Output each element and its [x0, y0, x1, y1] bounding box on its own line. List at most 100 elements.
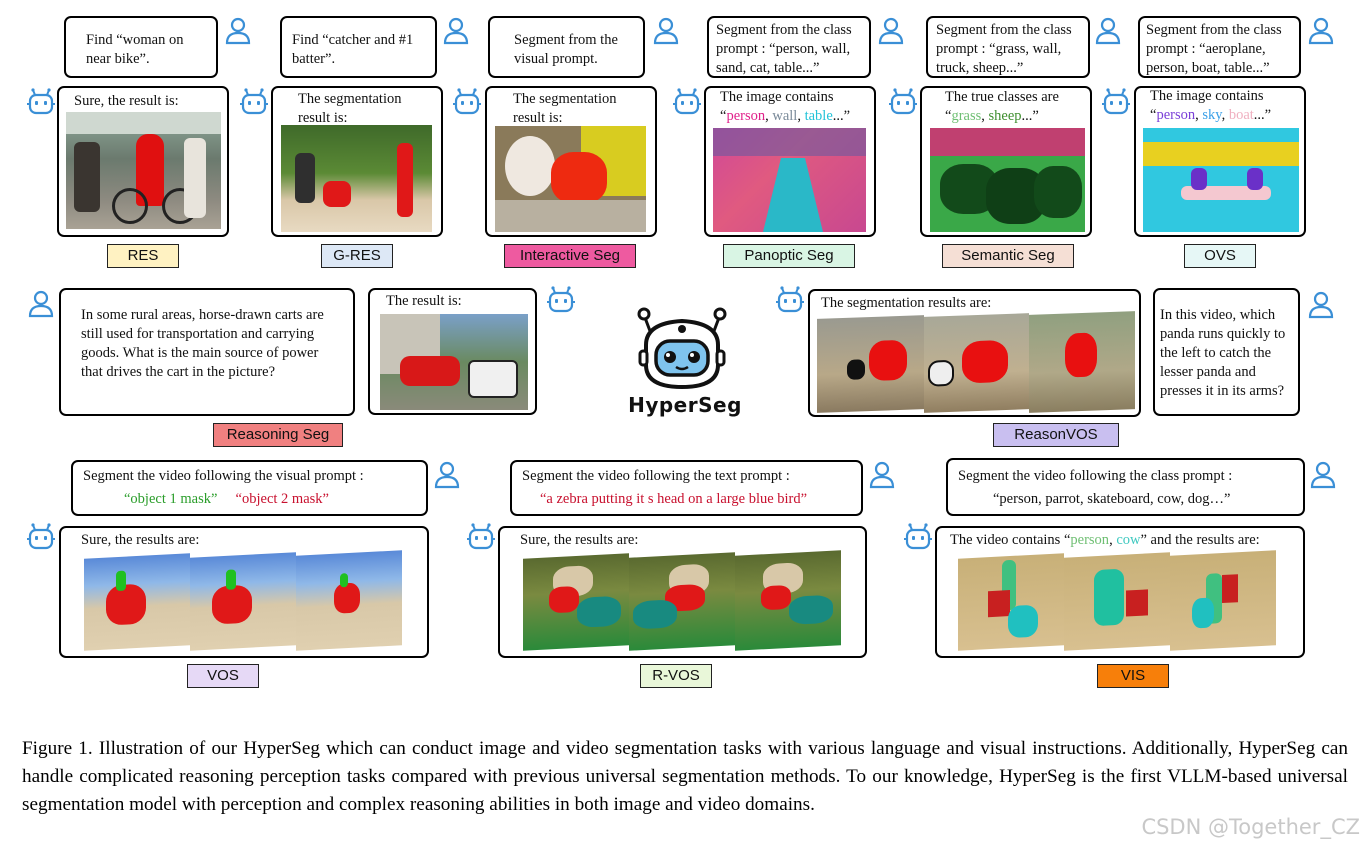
figure-caption: Figure 1. Illustration of our HyperSeg w… — [22, 738, 1348, 815]
user-icon — [432, 460, 462, 490]
user-icon — [651, 16, 681, 46]
reasonvos-frame-2 — [924, 313, 1029, 413]
user-icon — [441, 16, 471, 46]
res-query-text: Find “woman on near bike”. — [86, 32, 184, 67]
bot-icon — [26, 523, 56, 553]
user-icon — [867, 460, 897, 490]
reasonvos-query-text: In this video, which panda runs quickly … — [1160, 307, 1286, 399]
interactive-answer-text: The segmentation result is: — [513, 91, 617, 126]
bot-icon — [888, 88, 918, 118]
ovs-query-box — [1138, 16, 1301, 78]
panoptic-result-image — [713, 128, 866, 232]
ovs-task-label: OVS — [1184, 244, 1256, 268]
bot-icon — [903, 523, 933, 553]
rvos-answer-text: Sure, the results are: — [520, 532, 639, 548]
user-icon — [26, 289, 56, 319]
res-answer-text: Sure, the result is: — [74, 93, 179, 109]
semantic-result-image — [930, 128, 1085, 232]
vos-prompt-object-1: “object 1 mask” — [124, 491, 218, 507]
reasonvos-frame-1 — [817, 315, 924, 413]
interactive-task-label: Interactive Seg — [504, 244, 636, 268]
vos-query-text: Segment the video following the visual p… — [83, 468, 364, 484]
semantic-query-text: Segment from the class prompt : “grass, … — [936, 22, 1072, 76]
semantic-answer-text: The true classes are “grass, sheep...” — [945, 89, 1059, 124]
reasonvos-frame-3 — [1029, 311, 1135, 413]
reasoning-result-image — [380, 314, 528, 410]
res-task-label: RES — [107, 244, 179, 268]
bot-icon — [1101, 88, 1131, 118]
panoptic-query-box — [707, 16, 871, 78]
interactive-query-box — [488, 16, 645, 78]
user-icon — [1306, 16, 1336, 46]
res-result-image — [66, 112, 221, 229]
panoptic-answer-prefix: The image contains — [720, 89, 834, 105]
semantic-answer-prefix: The true classes are — [945, 89, 1059, 105]
vos-query-box — [71, 460, 428, 516]
rvos-frame-3 — [735, 550, 841, 651]
bot-icon — [546, 286, 576, 316]
rvos-query-text: Segment the video following the text pro… — [522, 468, 790, 484]
semantic-answer-suffix: ...” — [1021, 108, 1039, 124]
ovs-answer-prefix: The image contains — [1150, 88, 1264, 104]
vis-frame-3 — [1170, 550, 1276, 651]
panoptic-answer-suffix: ...” — [832, 108, 851, 124]
interactive-result-image — [495, 126, 646, 232]
rvos-frame-2 — [629, 552, 735, 651]
vis-class-cow: cow — [1116, 532, 1141, 548]
vis-query-text: Segment the video following the class pr… — [958, 468, 1233, 484]
vos-frame-2 — [190, 552, 296, 651]
vis-answer-text: The video contains “person, cow” and the… — [950, 532, 1260, 548]
panoptic-task-label: Panoptic Seg — [723, 244, 855, 268]
gres-query-text: Find “catcher and #1 batter”. — [292, 32, 414, 67]
semantic-class-sheep: sheep — [988, 108, 1022, 124]
vis-prompt-text: “person, parrot, skateboard, cow, dog…” — [993, 491, 1231, 507]
panoptic-class-person: person — [726, 108, 766, 124]
reasoning-query-text: In some rural areas, horse-drawn carts a… — [81, 307, 324, 380]
rvos-prompt-text: “a zebra putting it s head on a large bl… — [540, 491, 808, 507]
panoptic-answer-open: “ — [720, 108, 727, 124]
rvos-query-box — [510, 460, 863, 516]
user-icon — [1308, 460, 1338, 490]
user-icon — [876, 16, 906, 46]
semantic-answer-open: “ — [945, 108, 952, 124]
hyperseg-brand-name: HyperSeg — [628, 393, 742, 417]
ovs-answer-open: “ — [1150, 107, 1157, 123]
panoptic-query-text: Segment from the class prompt : “person,… — [716, 22, 852, 76]
ovs-query-text: Segment from the class prompt : “aeropla… — [1146, 22, 1282, 76]
hyperseg-robot-icon — [637, 307, 727, 390]
vis-answer-suffix: ” and the results are: — [1140, 532, 1260, 548]
vos-frame-1 — [84, 553, 190, 651]
gres-answer-text: The segmentation result is: — [298, 91, 402, 126]
panoptic-class-table: table — [804, 108, 833, 124]
interactive-query-text: Segment from the visual prompt. — [514, 32, 618, 67]
ovs-class-boat: boat — [1228, 107, 1254, 123]
vos-task-label: VOS — [187, 664, 259, 688]
res-query-box — [64, 16, 218, 78]
bot-icon — [672, 88, 702, 118]
ovs-class-person: person — [1156, 107, 1196, 123]
ovs-result-image — [1143, 128, 1299, 232]
vis-answer-prefix: The video contains “ — [950, 532, 1071, 548]
ovs-answer-text: The image contains “person, sky, boat...… — [1150, 88, 1272, 123]
bot-icon — [775, 286, 805, 316]
user-icon — [1306, 290, 1336, 320]
gres-task-label: G-RES — [321, 244, 393, 268]
bot-icon — [26, 88, 56, 118]
bot-icon — [239, 88, 269, 118]
bot-icon — [466, 523, 496, 553]
vos-answer-text: Sure, the results are: — [81, 532, 200, 548]
rvos-task-label: R-VOS — [640, 664, 712, 688]
reasonvos-answer-text: The segmentation results are: — [821, 295, 992, 311]
rvos-frame-1 — [523, 553, 629, 651]
reasoning-task-label: Reasoning Seg — [213, 423, 343, 447]
gres-result-image — [281, 125, 432, 232]
semantic-task-label: Semantic Seg — [942, 244, 1074, 268]
vis-query-box — [946, 458, 1305, 516]
semantic-class-grass: grass — [951, 108, 982, 124]
vis-frame-1 — [958, 553, 1064, 651]
vos-frame-3 — [296, 550, 402, 651]
semantic-query-box — [926, 16, 1090, 78]
ovs-class-sky: sky — [1202, 107, 1222, 123]
bot-icon — [452, 88, 482, 118]
reasonvos-task-label: ReasonVOS — [993, 423, 1119, 447]
